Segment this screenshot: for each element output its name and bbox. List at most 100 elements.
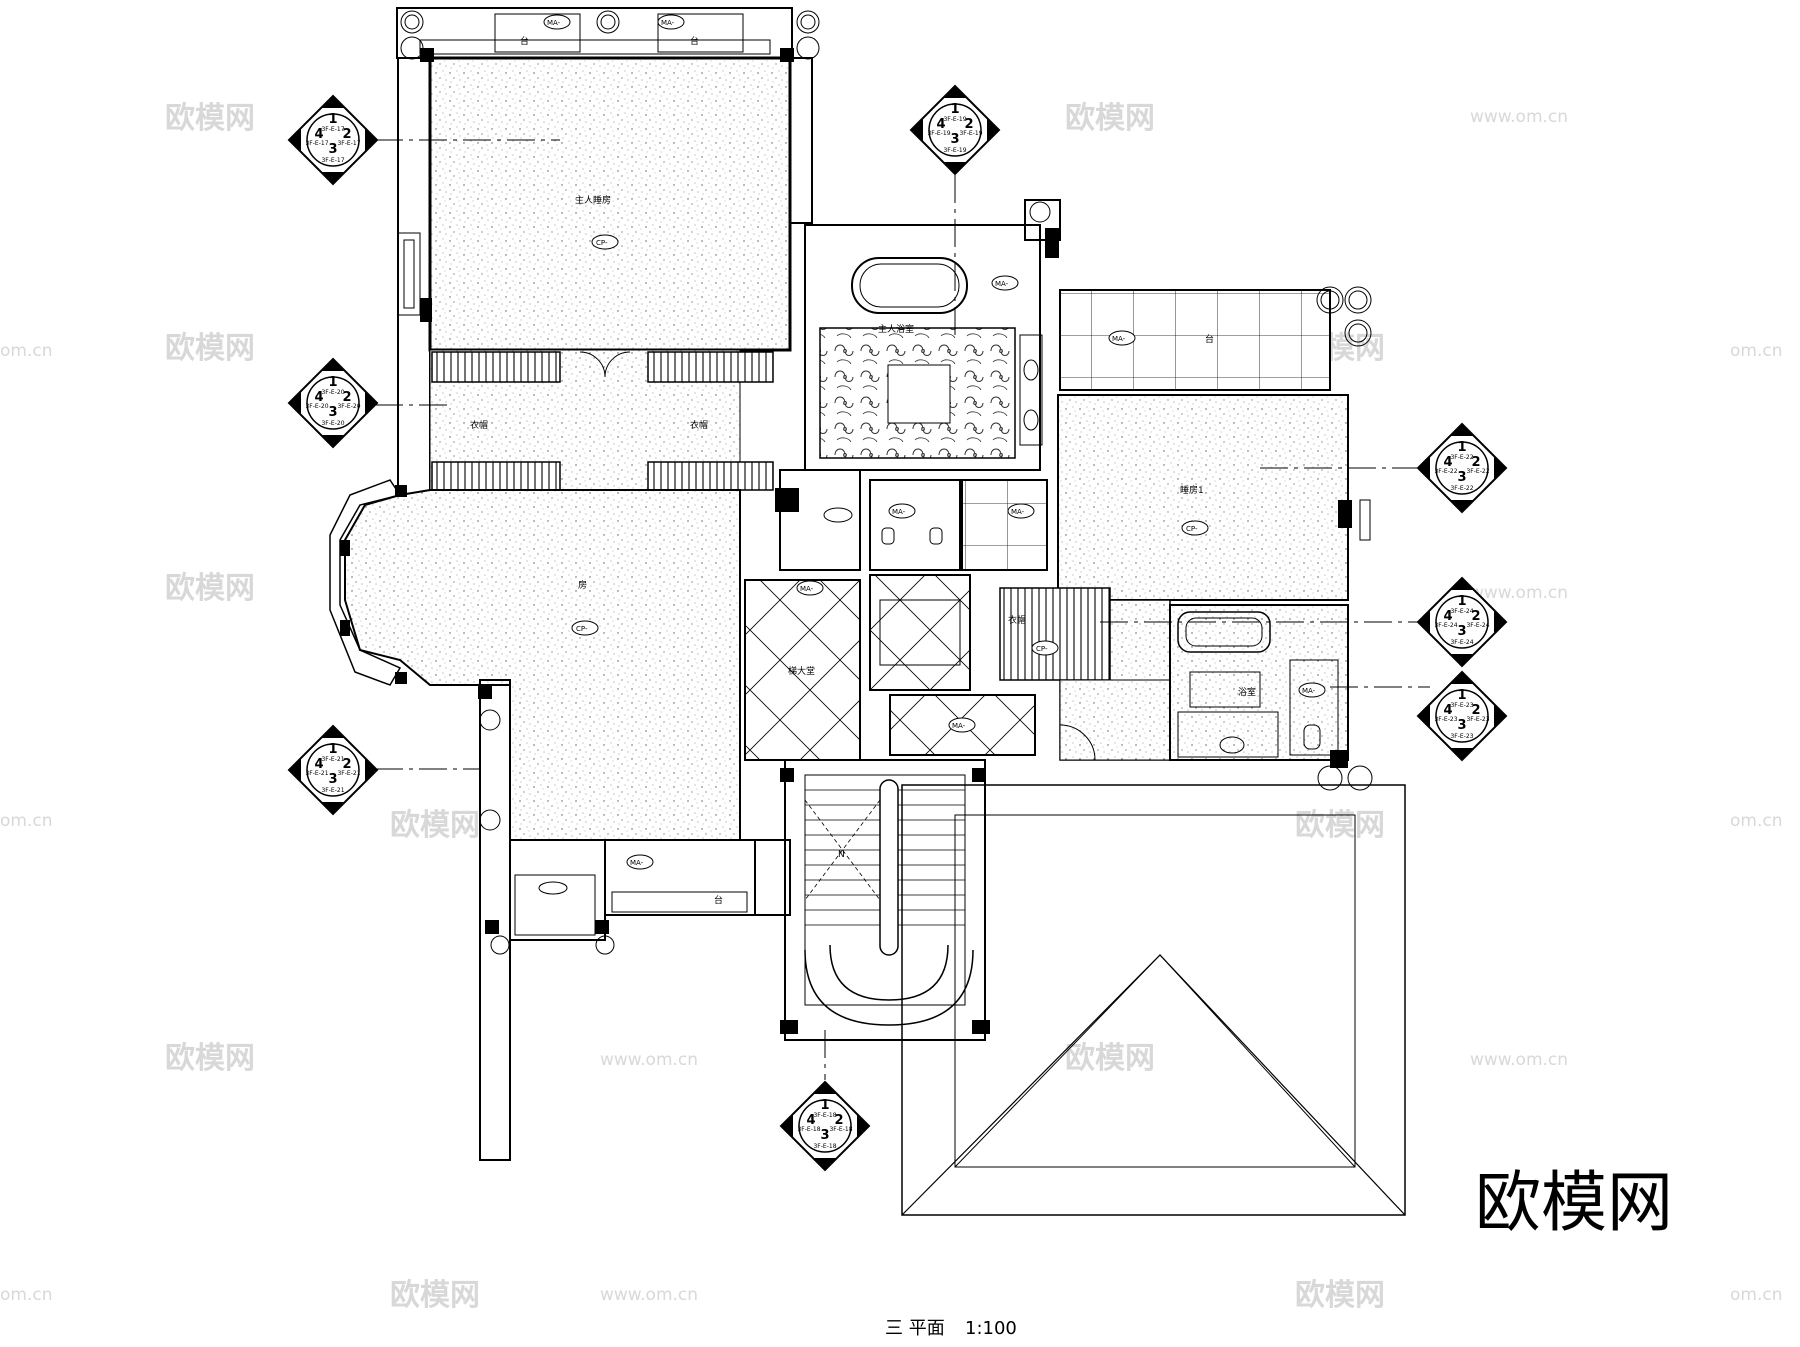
label-bedroom1: 睡房1 [1180, 484, 1204, 496]
marker-ref: 3F-E-21 [305, 770, 328, 777]
marker-arrow [321, 359, 345, 371]
ma-tag: MA- [626, 854, 654, 870]
marker-number: 2 [342, 757, 351, 772]
cp-tag: CP- [571, 620, 599, 636]
lower-left-rooms [485, 839, 791, 955]
svg-text:MA-: MA- [1011, 508, 1025, 516]
marker-ref: 3F-E-22 [1450, 454, 1473, 461]
label-balcony-top: 台 [520, 35, 529, 47]
svg-text:MA-: MA- [995, 280, 1009, 288]
marker-ref: 3F-E-24 [1450, 608, 1473, 615]
marker-ref: 3F-E-23 [1450, 702, 1473, 709]
master-bath-area [804, 199, 1061, 471]
brand-logo-text: 欧模网 [1475, 1164, 1673, 1241]
marker-arrow [987, 118, 999, 142]
watermark-logo: 欧模网 [1065, 1041, 1155, 1076]
watermark-logo: 欧模网 [390, 1278, 480, 1313]
marker-circle [306, 376, 360, 430]
marker-circle [1435, 441, 1489, 495]
marker-number: 3 [1457, 624, 1466, 639]
drawing-scale: 1:100 [965, 1318, 1017, 1339]
marker-arrow [321, 96, 345, 108]
marker-arrow [813, 1158, 837, 1170]
marker-circle [928, 103, 982, 157]
svg-text:MA-: MA- [892, 508, 906, 516]
watermark-url-short: om.cn [0, 1285, 53, 1305]
marker-arrow [321, 172, 345, 184]
marker-arrow [781, 1114, 793, 1138]
marker-number: 2 [1471, 609, 1480, 624]
marker-number: 2 [964, 117, 973, 132]
ma-tag: MA- [1108, 330, 1136, 346]
watermark-url: www.om.cn [600, 1285, 698, 1305]
watermark-url: www.om.cn [600, 1050, 698, 1070]
roof-outline [901, 784, 1406, 1216]
svg-text:MA-: MA- [1112, 335, 1126, 343]
marker-number: 4 [936, 117, 945, 132]
marker-ref: 3F-E-19 [927, 130, 950, 137]
ma-tag: MA- [657, 14, 685, 30]
fixture-tags: MA- MA- MA- MA- MA- MA- MA- MA- MA- MA- … [543, 14, 1326, 870]
marker-ref: 3F-E-23 [1450, 733, 1473, 740]
marker-number: 2 [342, 127, 351, 142]
staircase [780, 759, 990, 1041]
marker-number: 1 [1457, 440, 1466, 455]
marker-ref: 3F-E-20 [337, 403, 360, 410]
label-balcony-top2: 台 [690, 35, 699, 47]
marker-ref: 3F-E-23 [1434, 716, 1457, 723]
marker-number: 3 [1457, 718, 1466, 733]
master-bedroom-area [396, 7, 820, 499]
marker-number: 2 [1471, 455, 1480, 470]
marker-number: 1 [950, 102, 959, 117]
marker-arrow [1494, 610, 1506, 634]
marker-number: 2 [342, 390, 351, 405]
marker-arrow [1450, 424, 1474, 436]
marker-number: 4 [314, 390, 323, 405]
marker-arrow [1450, 748, 1474, 760]
marker-number: 3 [328, 405, 337, 420]
marker-arrow [1450, 672, 1474, 684]
marker-number: 1 [328, 742, 337, 757]
marker-circle [306, 113, 360, 167]
marker-circle [798, 1099, 852, 1153]
marker-arrow [1494, 704, 1506, 728]
watermark-logo: 欧模网 [165, 331, 255, 366]
svg-text:CP-: CP- [1036, 645, 1048, 653]
watermark-url: www.om.cn [1470, 1050, 1568, 1070]
marker-arrow [365, 391, 377, 415]
watermark-logo: 欧模网 [1295, 808, 1385, 843]
marker-ref: 3F-E-21 [321, 787, 344, 794]
marker-arrow [289, 758, 301, 782]
label-stair-room: 梯大堂 [788, 665, 815, 677]
marker-arrow [857, 1114, 869, 1138]
ma-tag: MA- [796, 580, 824, 596]
label-balcony-right: 台 [1205, 333, 1214, 345]
marker-number: 4 [314, 127, 323, 142]
cp-tag: CP- [1181, 520, 1209, 536]
marker-number: 1 [820, 1098, 829, 1113]
marker-arrow [1418, 456, 1430, 480]
marker-arrow [289, 128, 301, 152]
svg-text:CP-: CP- [1186, 525, 1198, 533]
marker-ref: 3F-E-21 [321, 756, 344, 763]
marker-arrow [1418, 704, 1430, 728]
watermark-url-short: om.cn [0, 341, 53, 361]
marker-ref: 3F-E-24 [1466, 622, 1489, 629]
wardrobe-zone [429, 349, 774, 491]
svg-text:MA-: MA- [661, 19, 675, 27]
marker-ref: 3F-E-22 [1434, 468, 1457, 475]
marker-arrow [911, 118, 923, 142]
marker-ref: 3F-E-21 [337, 770, 360, 777]
marker-number: 4 [314, 757, 323, 772]
marker-number: 4 [1443, 609, 1452, 624]
marker-number: 2 [834, 1113, 843, 1128]
room-labels: 主人睡房 主人浴室 衣帽 衣帽 房 睡房1 衣帽 浴室 梯大堂 台 台 台 台 … [470, 35, 1256, 906]
marker-arrow [943, 162, 967, 174]
marker-ref: 3F-E-20 [321, 420, 344, 427]
marker-circle [1435, 595, 1489, 649]
watermark-url-short: om.cn [0, 811, 53, 831]
